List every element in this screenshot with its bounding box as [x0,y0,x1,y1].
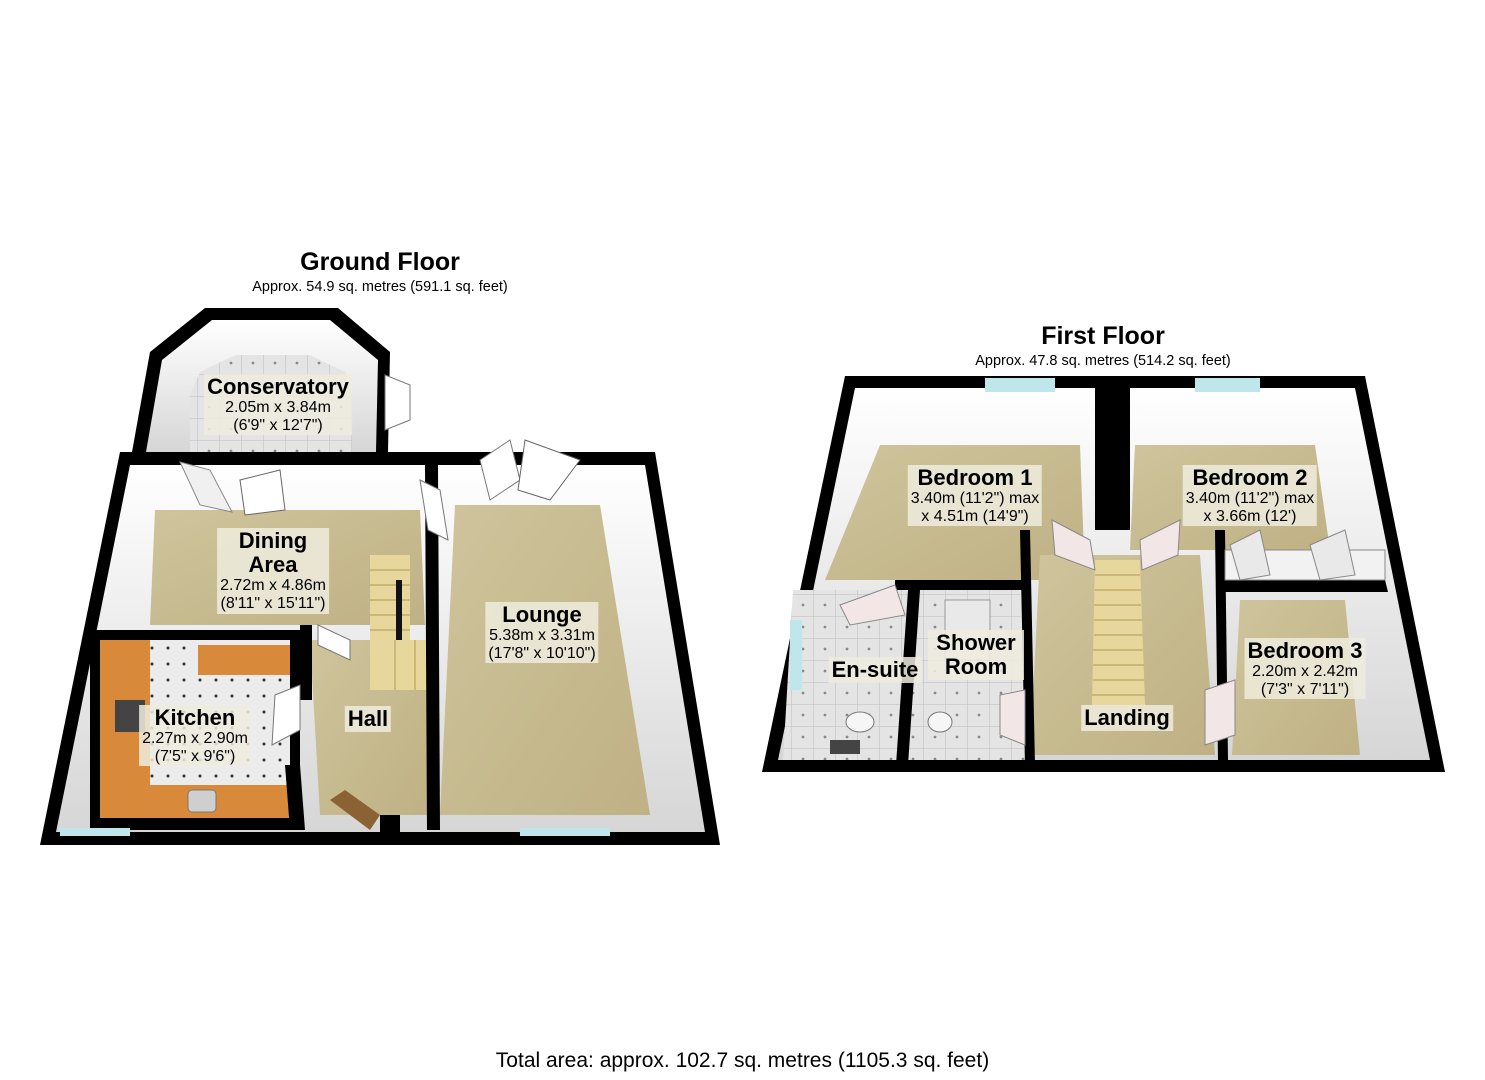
room-name: Lounge [502,602,582,627]
room-dimensions-imperial: (17'8" x 10'10") [488,644,596,662]
room-name: Landing [1084,705,1170,730]
room-label-en-suite: En-suite [828,657,922,684]
ground-floor-title: Ground Floor [300,248,460,276]
room-dimensions-metric: 3.40m (11'2") max [1185,490,1315,508]
room-name: Dining Area [238,528,308,578]
room-label-landing: Landing [1081,705,1173,732]
room-label-bedroom-1: Bedroom 1 3.40m (11'2") max x 4.51m (14'… [907,465,1043,527]
room-name: Bedroom 3 [1247,638,1363,663]
room-dimensions-metric: 2.27m x 2.90m [142,730,248,748]
room-dimensions-imperial: x 3.66m (12') [1203,507,1297,525]
room-dimensions-imperial: (6'9" x 12'7") [233,416,323,434]
room-dimensions-metric: 5.38m x 3.31m [489,627,595,645]
first-floor-area: Approx. 47.8 sq. metres (514.2 sq. feet) [975,353,1231,369]
room-label-hall: Hall [344,706,392,733]
total-area: Total area: approx. 102.7 sq. metres (11… [495,1049,990,1072]
room-name: Shower Room [936,630,1016,680]
room-name: En-suite [831,657,919,682]
first-floor-title: First Floor [1041,322,1165,350]
room-dimensions-imperial: (8'11" x 15'11") [220,594,326,612]
room-dimensions-metric: 2.72m x 4.86m [220,577,326,595]
room-name: Conservatory [207,374,349,399]
room-dimensions-metric: 2.20m x 2.42m [1252,663,1358,681]
room-name: Bedroom 2 [1192,465,1308,490]
room-dimensions-imperial: x 4.51m (14'9") [921,507,1029,525]
room-label-kitchen: Kitchen 2.27m x 2.90m (7'5" x 9'6") [139,705,251,767]
room-name: Kitchen [154,705,236,730]
room-dimensions-metric: 3.40m (11'2") max [910,490,1040,508]
room-label-bedroom-2: Bedroom 2 3.40m (11'2") max x 3.66m (12'… [1182,465,1318,527]
room-name: Bedroom 1 [917,465,1033,490]
room-dimensions-imperial: (7'3" x 7'11") [1260,680,1350,698]
room-dimensions-metric: 2.05m x 3.84m [225,399,331,417]
room-label-dining-area: Dining Area 2.72m x 4.86m (8'11" x 15'11… [217,528,329,614]
room-name: Hall [347,706,389,731]
ground-floor-area: Approx. 54.9 sq. metres (591.1 sq. feet) [252,279,508,295]
room-label-lounge: Lounge 5.38m x 3.31m (17'8" x 10'10") [485,602,599,664]
room-label-shower-room: Shower Room [928,630,1024,681]
room-dimensions-imperial: (7'5" x 9'6") [154,747,236,765]
room-label-bedroom-3: Bedroom 3 2.20m x 2.42m (7'3" x 7'11") [1244,638,1366,700]
room-label-conservatory: Conservatory 2.05m x 3.84m (6'9" x 12'7"… [204,374,352,436]
